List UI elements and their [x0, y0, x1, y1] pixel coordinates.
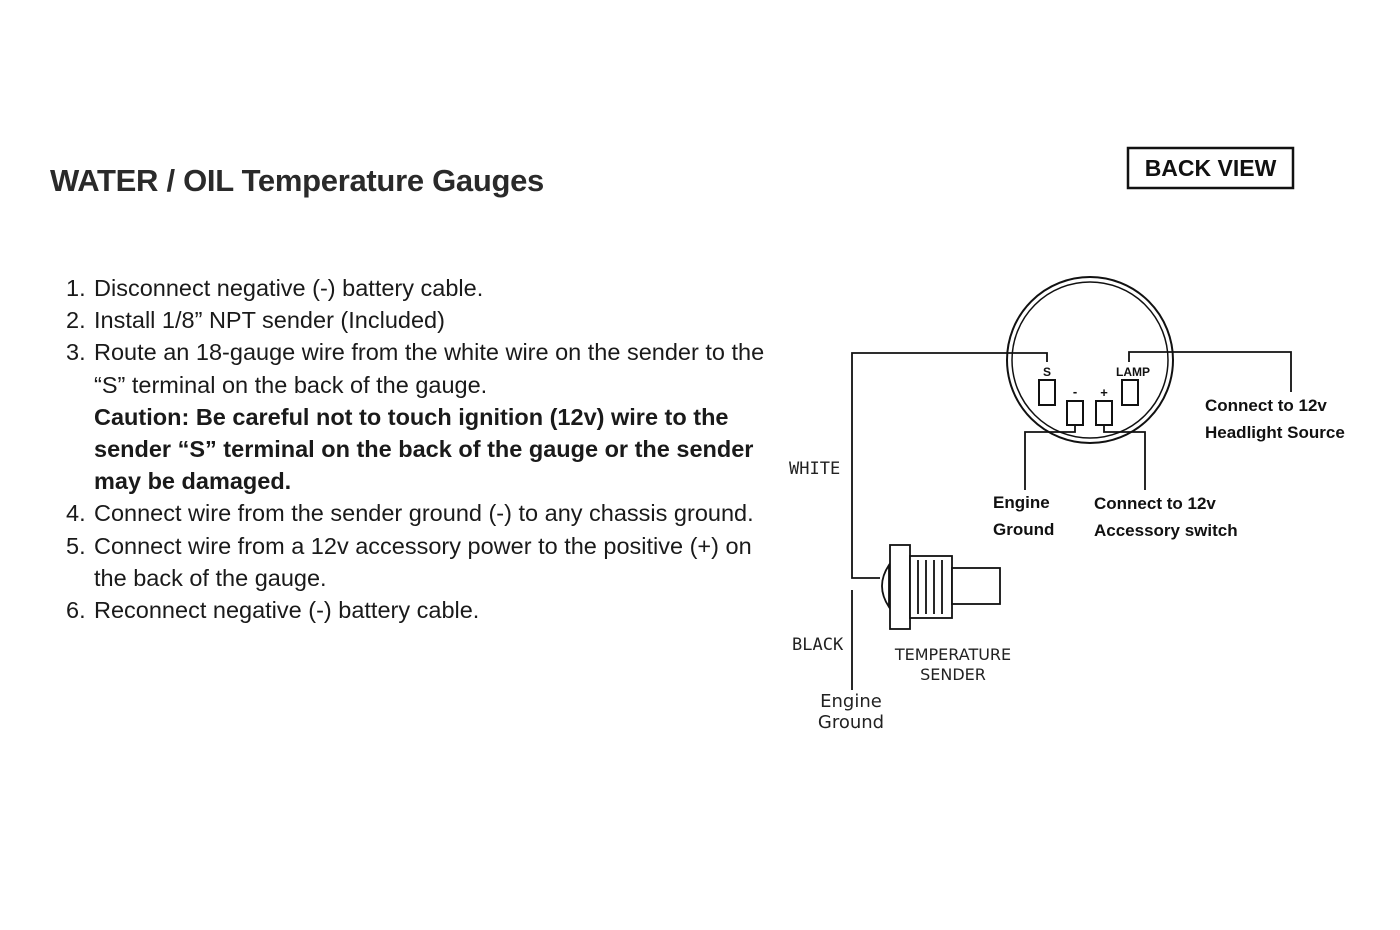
list-item: 4. Connect wire from the sender ground (…	[66, 497, 766, 529]
terminal-minus	[1066, 400, 1084, 426]
step-text: Install 1/8” NPT sender (Included)	[94, 307, 445, 334]
step-text: Connect wire from the sender ground (-) …	[94, 500, 754, 527]
accessory-note-line2: Accessory switch	[1094, 521, 1238, 540]
list-item: 6. Reconnect negative (-) battery cable.	[66, 594, 766, 626]
step-number: 4.	[66, 500, 86, 527]
step-number: 2.	[66, 307, 86, 334]
white-wire-label: WHITE	[789, 459, 840, 479]
step-number: 3.	[66, 339, 86, 366]
terminal-plus-label: +	[1100, 385, 1108, 400]
gauge-back	[1006, 276, 1174, 444]
caution-text: Caution: Be careful not to touch ignitio…	[94, 403, 754, 495]
terminal-lamp	[1121, 379, 1139, 406]
gauge-terminals	[1038, 379, 1139, 426]
terminal-plus	[1095, 400, 1113, 426]
ground-note-line2: Ground	[993, 520, 1054, 539]
step-number: 5.	[66, 532, 86, 559]
white-wire	[851, 352, 1048, 579]
terminal-s-label: S	[1043, 365, 1051, 379]
step-text: Route an 18-gauge wire from the white wi…	[94, 339, 765, 398]
step-text: Disconnect negative (-) battery cable.	[94, 275, 484, 301]
list-item: 5. Connect wire from a 12v accessory pow…	[66, 530, 766, 594]
step-text: Reconnect negative (-) battery cable.	[94, 597, 480, 624]
terminal-lamp-label: LAMP	[1116, 365, 1150, 379]
engine-ground-line1: Engine	[820, 691, 882, 712]
ground-wire	[1024, 425, 1076, 490]
terminal-minus-label: -	[1073, 384, 1077, 399]
accessory-note-line1: Connect to 12v	[1094, 494, 1216, 513]
list-item: 2. Install 1/8” NPT sender (Included)	[66, 304, 766, 336]
back-view-label: BACK VIEW	[1145, 155, 1277, 181]
lamp-wire	[1128, 351, 1292, 392]
instructions-list: 1. Disconnect negative (-) battery cable…	[66, 272, 766, 626]
step-number: 6.	[66, 597, 86, 624]
lamp-note-line1: Connect to 12v	[1205, 396, 1327, 415]
engine-ground-line2: Ground	[818, 712, 884, 733]
black-wire-label: BLACK	[792, 635, 844, 655]
back-view-badge: BACK VIEW	[1126, 146, 1295, 190]
list-item: 1. Disconnect negative (-) battery cable…	[66, 272, 766, 304]
temperature-sender	[881, 544, 1001, 630]
step-number: 1.	[66, 275, 86, 301]
sender-label-line2: SENDER	[920, 665, 986, 684]
accessory-wire	[1103, 425, 1146, 490]
list-item: 3. Route an 18-gauge wire from the white…	[66, 336, 766, 497]
step-text: Connect wire from a 12v accessory power …	[94, 532, 752, 591]
sender-label-line1: TEMPERATURE	[894, 645, 1011, 664]
wires	[851, 351, 1292, 690]
page-title: WATER / OIL Temperature Gauges	[50, 163, 544, 198]
lamp-note-line2: Headlight Source	[1205, 423, 1345, 442]
terminal-s	[1038, 379, 1056, 406]
ground-note-line1: Engine	[993, 493, 1050, 512]
